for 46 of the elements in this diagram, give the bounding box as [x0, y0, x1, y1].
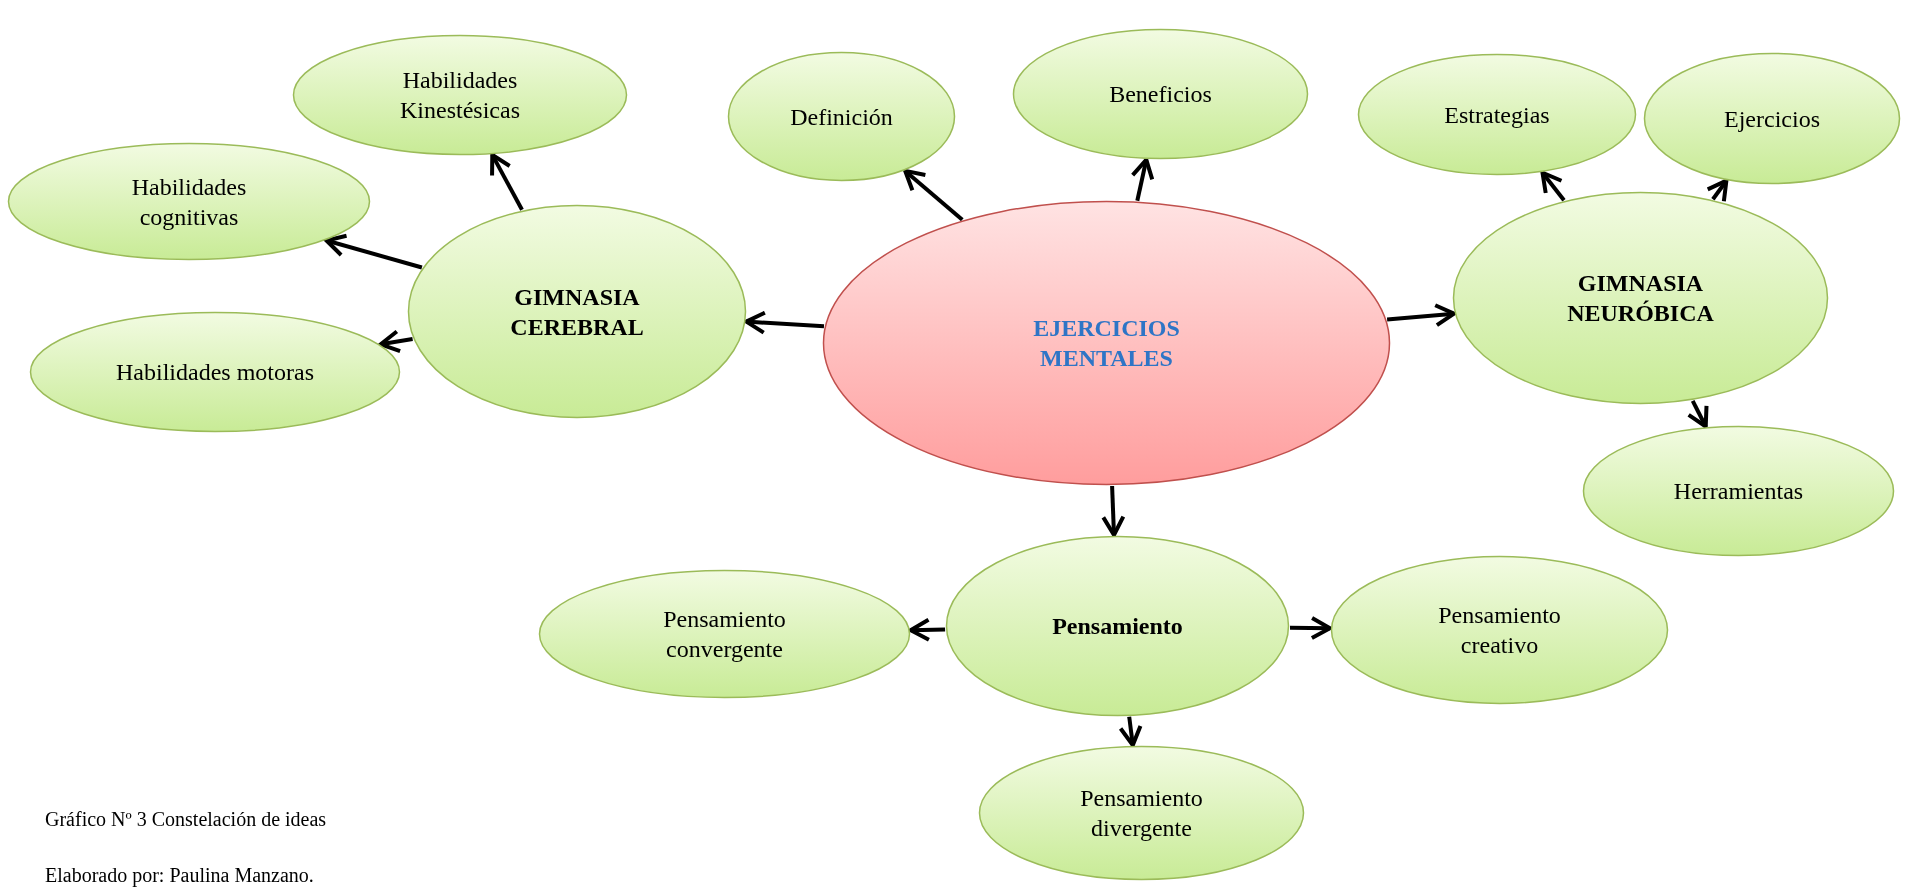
arrow: [903, 168, 964, 222]
subtopic-ellipse: [538, 569, 911, 699]
node-label: Habilidades cognitivas: [130, 172, 248, 232]
node-label: EJERCICIOS MENTALES: [1032, 314, 1181, 373]
arrow: [744, 310, 825, 335]
node-label: GIMNASIA NEURÓBICA: [1566, 269, 1715, 328]
subtopic-ellipse: [29, 311, 401, 433]
topic-ellipse: [1452, 191, 1829, 405]
node-label: Pensamiento divergente: [1079, 784, 1204, 843]
arrow: [1540, 170, 1566, 202]
node-label: Habilidades Kinestésicas: [399, 66, 521, 125]
arrow: [1289, 616, 1332, 640]
node-label: Herramientas: [1673, 477, 1804, 506]
arrow: [1386, 303, 1456, 328]
caption-note: Gráfico Nº 3 Constelación de ideas: [45, 808, 327, 831]
node-label: Estrategias: [1444, 100, 1550, 130]
arrow: [908, 617, 946, 642]
subtopic-ellipse: [1643, 52, 1901, 185]
arrow: [324, 233, 423, 270]
arrow: [1705, 178, 1729, 204]
topic-ellipse: [945, 535, 1290, 717]
topic-ellipse: [407, 204, 747, 419]
node-label: Pensamiento convergente: [662, 605, 787, 664]
arrow: [1686, 399, 1709, 429]
arrow: [1118, 716, 1143, 748]
subtopic-ellipse: [1357, 53, 1637, 176]
arrow: [378, 329, 413, 354]
subtopic-ellipse: [978, 745, 1305, 881]
subtopic-ellipse: [1582, 425, 1895, 557]
node-label: Beneficios: [1109, 80, 1212, 109]
subtopic-ellipse: [727, 51, 956, 182]
main-topic-ellipse: [822, 200, 1391, 486]
caption-note: Elaborado por: Paulina Manzano.: [45, 864, 314, 887]
arrow: [490, 152, 524, 211]
subtopic-ellipse: [1012, 28, 1309, 160]
node-label: Habilidades motoras: [116, 358, 314, 387]
arrow: [1101, 485, 1126, 537]
subtopic-ellipse: [1330, 555, 1669, 705]
arrow: [1130, 157, 1155, 202]
node-label: GIMNASIA CEREBRAL: [509, 282, 645, 342]
node-label: Pensamiento: [1052, 612, 1183, 641]
subtopic-ellipse: [7, 142, 371, 261]
node-label: Ejercicios: [1724, 104, 1820, 134]
node-label: Definición: [790, 102, 893, 132]
subtopic-ellipse: [292, 34, 628, 156]
node-label: Pensamiento creativo: [1437, 601, 1562, 660]
